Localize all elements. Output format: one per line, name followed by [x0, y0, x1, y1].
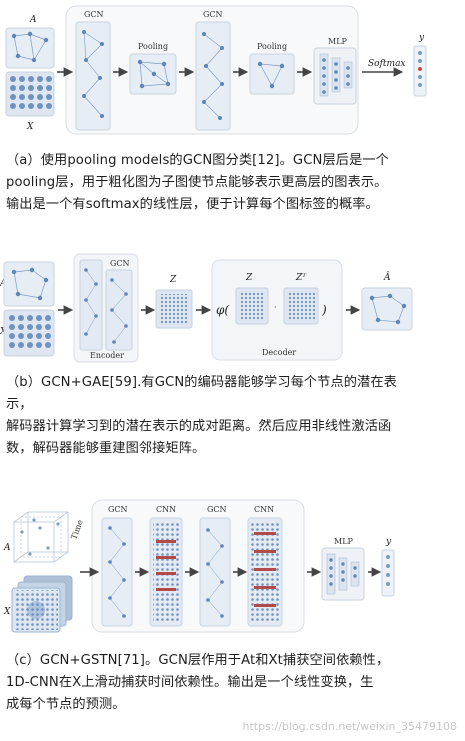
panel-c-label-gcn-1: GCN: [108, 505, 128, 514]
panel-c-cube-nodes: [20, 518, 60, 556]
panel-c-output-y: [381, 549, 395, 597]
panel-c-cnn-block-2: [247, 517, 283, 627]
panel-b-caption-line: （b）GCN+GAE[59].有GCN的编码器能够学习每个节点的潜在表: [6, 375, 397, 390]
panel-a-label-gcn-1: GCN: [84, 10, 104, 19]
panel-a: A X GCN: [0, 0, 465, 232]
panel-b-caption: （b）GCN+GAE[59].有GCN的编码器能够学习每个节点的潜在表 示， 解…: [6, 372, 458, 460]
panel-c-label-cnn-1: CNN: [156, 505, 176, 514]
panel-b-caption-line: 数，解码器能够重建图邻接矩阵。: [6, 441, 206, 456]
panel-a-caption-line: pooling层，用于粗化图为子图使节点能够表示更高层的图表示。: [6, 175, 388, 190]
panel-b: A X GCN: [0, 244, 465, 494]
panel-a-label-y: y: [418, 33, 425, 43]
watermark: https://blog.csdn.net/weixin_35479108: [242, 720, 457, 733]
panel-c-gcn-block-1: [101, 517, 133, 627]
panel-a-pooling-block-2: [249, 53, 295, 95]
panel-b-input-features-X: [3, 309, 55, 357]
panel-a-caption: （a）使用pooling models的GCN图分类[12]。GCN层后是一个 …: [6, 150, 458, 216]
panel-c-label-gcn-2: GCN: [207, 505, 227, 514]
panel-c-mlp-block: [321, 547, 365, 601]
panel-a-label-mlp: MLP: [328, 37, 348, 46]
panel-b-decoder-Z: [235, 287, 269, 325]
panel-a-input-features-X: [5, 71, 55, 117]
panel-a-label-softmax: Softmax: [368, 59, 406, 69]
panel-c-label-A: A: [3, 543, 11, 553]
panel-c-diagram: A Time X GCN: [3, 499, 395, 633]
panel-b-label-Z: Z: [169, 275, 177, 285]
panel-c-caption-line: 1D-CNN在X上滑动捕获时间依赖性。输出是一个线性变换，生: [6, 675, 374, 690]
panel-b-label-X: X: [0, 327, 7, 337]
panel-b-label-A: A: [0, 279, 7, 289]
panel-a-label-pooling-2: Pooling: [257, 42, 287, 51]
panel-b-decoder-frame: [211, 259, 343, 361]
panel-b-output-A-hat: [361, 287, 413, 331]
panel-b-label-close-paren: ): [321, 303, 327, 317]
panel-c-input-graph-cube-A: [13, 511, 69, 563]
panel-a-mlp-block: [313, 47, 357, 105]
panel-b-label-Zt: Zᵀ: [295, 273, 307, 283]
panel-a-label-pooling-1: Pooling: [138, 42, 168, 51]
panel-a-caption-line: （a）使用pooling models的GCN图分类[12]。GCN层后是一个: [6, 153, 389, 168]
panel-b-multiply-dot: ·: [274, 303, 277, 312]
panel-c-label-mlp: MLP: [334, 537, 354, 546]
panel-b-label-encoder: Encoder: [90, 351, 124, 360]
panel-b-caption-line: 示，: [6, 397, 33, 412]
panel-a-gcn-block-2: [195, 21, 231, 131]
panel-b-encoder-gcn-layers: [79, 259, 133, 351]
panel-a-label-A: A: [29, 15, 37, 25]
panel-a-gcn-block-1: [75, 21, 111, 131]
panel-c-label-cnn-2: CNN: [254, 505, 274, 514]
panel-c-input-features-X: [11, 575, 73, 633]
panel-c-caption: （c）GCN+GSTN[71]。GCN层作用于At和Xt捕获空间依赖性， 1D-…: [6, 650, 458, 716]
panel-b-label-Z-decoder: Z: [245, 273, 253, 283]
panel-c-label-time: Time: [69, 518, 84, 540]
panel-a-pooling-block-1: [129, 53, 177, 95]
panel-a-output-y: [413, 45, 427, 97]
panel-c-label-y: y: [385, 537, 392, 547]
panel-b-caption-line: 解码器计算学习到的潜在表示的成对距离。然后应用非线性激活函: [6, 419, 392, 434]
panel-a-input-graph-A: [5, 27, 55, 69]
panel-b-label-phi: φ(: [216, 303, 229, 317]
panel-c-caption-line: 成每个节点的预测。: [6, 697, 126, 712]
panel-b-label-A-hat: Â: [383, 271, 391, 283]
panel-b-label-decoder: Decoder: [262, 348, 296, 357]
panel-b-decoder-Zt: [283, 287, 319, 325]
panel-b-label-gcn: GCN: [110, 259, 130, 268]
panel-c-caption-line: （c）GCN+GSTN[71]。GCN层作用于At和Xt捕获空间依赖性，: [6, 653, 390, 668]
panel-c-label-X: X: [3, 607, 11, 617]
panel-c-cnn-block-1: [149, 517, 183, 627]
panel-a-diagram: A X GCN: [5, 5, 427, 135]
panel-c: A Time X GCN: [0, 492, 465, 741]
panel-b-latent-Z: [155, 289, 193, 329]
panel-b-input-graph-A: [3, 261, 55, 307]
panel-a-label-gcn-2: GCN: [203, 10, 223, 19]
panel-a-label-X: X: [26, 122, 34, 132]
panel-a-caption-line: 输出是一个有softmax的线性层，便于计算每个图标签的概率。: [6, 197, 379, 212]
panel-c-gcn-block-2: [199, 517, 231, 627]
panel-b-diagram: A X GCN: [0, 253, 413, 363]
